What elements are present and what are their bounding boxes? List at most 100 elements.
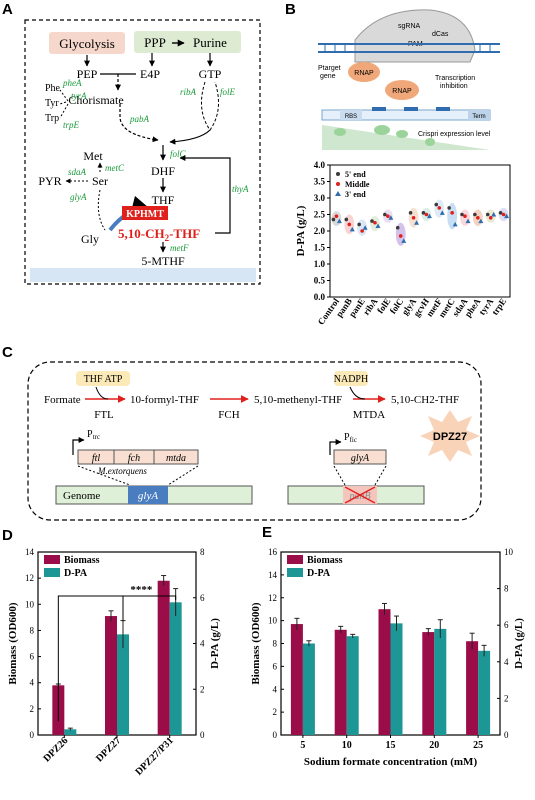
chart-e-xlabel: Sodium formate concentration (mM) <box>304 756 478 768</box>
chart-legend-label: Biomass <box>307 555 343 566</box>
inhibition-label: inhibition <box>440 83 468 90</box>
chart-ytick-left: 16 <box>268 547 278 557</box>
chart-b-point <box>447 206 451 210</box>
term-label: Term <box>472 114 485 120</box>
mtda-gene-label: mtda <box>166 453 186 464</box>
chart-b-point <box>373 220 377 225</box>
chart-b-point <box>388 215 394 220</box>
panel-letter-a: A <box>2 1 13 18</box>
chart-b-point <box>411 216 416 220</box>
panel-letter-d: D <box>2 527 13 544</box>
chart-ytick-left: 14 <box>268 570 278 580</box>
chart-legend-swatch <box>44 568 60 577</box>
kphmt-label: KPHMT <box>126 209 164 220</box>
dhf-label: DHF <box>151 164 175 178</box>
chart-b-legend-label: Middle <box>345 180 370 189</box>
chart-ytick-left: 6 <box>273 661 278 671</box>
panb-label: panB <box>348 491 370 502</box>
chart-b-point <box>395 225 400 230</box>
gene-tyra: tyrA <box>71 91 87 101</box>
chart-b-point <box>375 223 381 229</box>
chart-bar <box>346 636 359 735</box>
chart-ytick-left: 4 <box>273 684 278 694</box>
ch2thf-label: 5,10-CH2-THF <box>118 226 200 243</box>
met-label: Met <box>83 149 103 163</box>
chart-ytick-left: 10 <box>25 599 35 609</box>
chart-ytick-right: 10 <box>504 547 514 557</box>
gene-sdaa: sdaA <box>68 167 87 177</box>
chart-bar <box>478 650 491 735</box>
ppp-label: PPP <box>144 35 166 50</box>
chart-b-point <box>421 211 426 215</box>
chart-ytick-right: 8 <box>200 547 205 557</box>
glya-insert-label: glyA <box>351 453 370 464</box>
gene-fole: folE <box>220 87 236 97</box>
gene-thya: thyA <box>232 184 249 194</box>
rbs-block <box>340 110 362 120</box>
chart-b-point <box>347 222 352 227</box>
gene-metf: metF <box>170 243 189 253</box>
chart-legend-swatch <box>287 568 303 577</box>
chart-b-point <box>331 217 336 222</box>
kphmt-box <box>122 206 168 220</box>
chart-e-xtick: 20 <box>429 740 439 751</box>
chart-b-ytick: 3.5 <box>314 177 326 187</box>
ptrc-label: Ptrc <box>87 429 100 441</box>
chart-ytick-right: 0 <box>200 730 205 740</box>
mtda-gene <box>153 449 199 465</box>
crispri-label: Crispri expression level <box>418 131 491 138</box>
chart-ylabel-right: D-PA (g/L) <box>513 618 525 669</box>
formate-label: Formate <box>44 394 81 406</box>
ch2-thf-label: 5,10-CH2-THF <box>391 394 459 406</box>
chart-legend-swatch <box>44 555 60 564</box>
mthf-label: 5-MTHF <box>141 254 185 268</box>
chart-b-ytick: 1.5 <box>314 243 326 253</box>
chart-d-sig-label: **** <box>130 584 153 596</box>
chart-b-point <box>344 217 349 222</box>
chart-b-point <box>439 210 445 215</box>
chart-b-point <box>498 211 503 215</box>
chart-ytick-right: 2 <box>504 693 509 703</box>
rbs-label: RBS <box>345 114 357 120</box>
mtda-enzyme-label: MTDA <box>353 409 385 421</box>
chart-b-point <box>465 218 471 224</box>
chart-d-sig-bracket <box>57 595 177 722</box>
chart-b-point <box>401 238 407 243</box>
chart-b-legend-marker <box>336 172 340 176</box>
ftl-gene-label: ftl <box>92 453 101 464</box>
chart-legend-label: Biomass <box>64 555 100 566</box>
chart-ytick-right: 2 <box>200 684 205 694</box>
chart-b-point <box>434 202 439 207</box>
chart-b-point <box>424 212 429 217</box>
chart-b-ytick: 0.5 <box>314 276 326 286</box>
chart-legend-label: D-PA <box>64 568 88 579</box>
gene-phea: pheA <box>62 78 82 88</box>
chart-bar <box>378 609 391 735</box>
chart-ytick-right: 4 <box>504 657 509 667</box>
chart-ylabel-left: Biomass (OD600) <box>250 602 262 685</box>
chart-b-ytick: 2.0 <box>314 226 326 236</box>
chart-bar <box>390 623 403 735</box>
chart-b-point <box>426 213 432 219</box>
ser-label: Ser <box>92 174 108 188</box>
panel-letter-c: C <box>2 344 13 361</box>
chart-e-xtick: 5 <box>300 740 305 751</box>
chart-b-legend-marker <box>335 191 341 196</box>
trp-label: Trp <box>45 113 59 124</box>
chart-b-point <box>383 212 387 217</box>
rnap-blob-1 <box>348 62 380 82</box>
chart-b-point <box>478 218 484 224</box>
chorismate-label: Chorismate <box>68 93 123 107</box>
chart-bar <box>422 632 435 735</box>
chart-b-ylabel: D-PA (g/L) <box>295 205 307 256</box>
e4p-label: E4P <box>140 67 160 81</box>
gtp-label: GTP <box>199 67 222 81</box>
glya-genome-block <box>128 486 168 504</box>
dcas-protein <box>354 9 476 63</box>
chart-b-ytick: 4.0 <box>314 160 326 170</box>
chart-bar <box>290 624 303 735</box>
chart-b-point <box>476 216 480 220</box>
chart-b-point <box>370 219 374 223</box>
